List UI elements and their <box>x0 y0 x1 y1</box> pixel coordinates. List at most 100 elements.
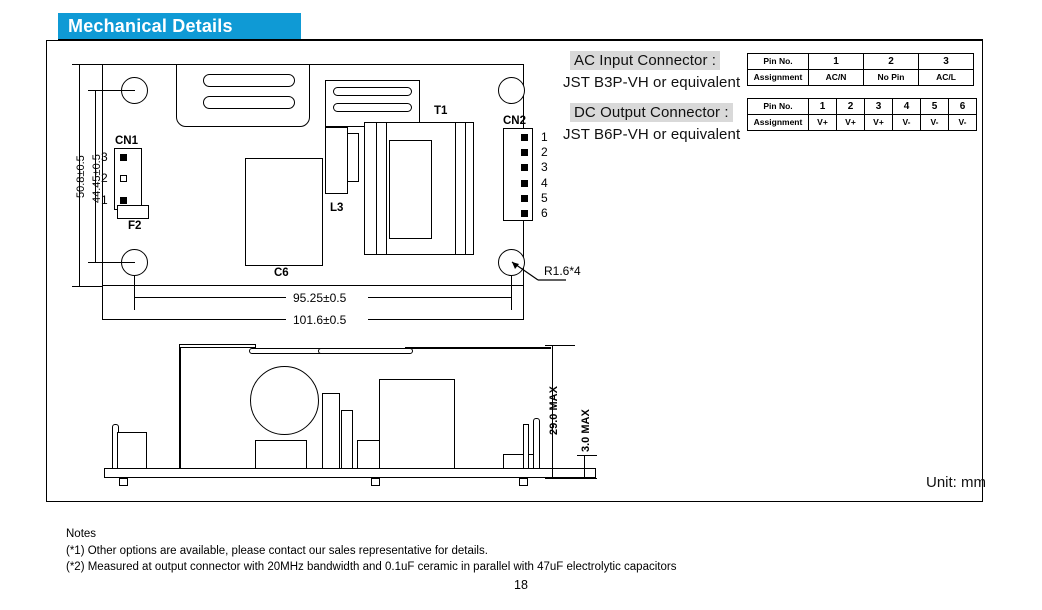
dc-pin-1: 1 <box>808 98 837 115</box>
dim-tick-height-max-top <box>545 345 575 346</box>
mounting-hole-top-right <box>498 77 525 104</box>
dim-line-clearance-max <box>584 455 585 478</box>
side-view-pin-far-right <box>519 478 528 486</box>
ac-assignment-1: AC/N <box>808 69 864 86</box>
table-row: Pin No. 1 2 3 4 5 6 <box>747 98 977 115</box>
ac-assignment-3: AC/L <box>918 69 974 86</box>
side-view-top-rail-mid <box>249 348 325 354</box>
dim-line-height-max <box>552 345 553 478</box>
table-row: Pin No. 1 2 3 <box>747 53 974 70</box>
side-view-top-rail-far-right <box>405 347 551 349</box>
dim-tick-outer-bottom <box>72 286 103 287</box>
dim-line-width-inner-right <box>368 297 512 298</box>
cn2-pin-number-6: 6 <box>541 206 548 220</box>
label-c6: C6 <box>274 267 289 279</box>
dim-tick-height-max-bottom <box>545 478 597 479</box>
label-t1: T1 <box>434 105 448 117</box>
dc-pin-5: 5 <box>920 98 949 115</box>
side-view-top-rail-right <box>318 348 413 354</box>
dim-line-inner-vertical <box>95 90 96 262</box>
side-view-capacitor-base <box>255 440 307 469</box>
dc-output-pin-table: Pin No. 1 2 3 4 5 6 Assignment V+ V+ V+ … <box>747 98 977 131</box>
dc-pin-2: 2 <box>836 98 865 115</box>
dim-line-width-outer-left <box>102 319 286 320</box>
dc-assignment-5: V- <box>920 114 949 131</box>
side-view-transformer-body <box>322 393 340 469</box>
mounting-hole-bottom-right <box>498 249 525 276</box>
cn1-pin-3 <box>120 154 127 161</box>
dc-assignment-6: V- <box>948 114 977 131</box>
ac-input-connector-heading: AC Input Connector : <box>570 51 721 70</box>
cn1-pin-number-2: 2 <box>101 171 108 185</box>
ac-row-label-pin: Pin No. <box>747 53 809 70</box>
dc-output-connector-subheading: JST B6P-VH or equivalent <box>563 126 741 143</box>
dim-clearance-max: 3.0 MAX <box>580 409 592 452</box>
c6-body <box>245 158 323 266</box>
dc-assignment-3: V+ <box>864 114 893 131</box>
label-l3: L3 <box>330 202 344 214</box>
ac-input-connector-heading-wrap: AC Input Connector : <box>570 51 721 70</box>
note-item-1: (*1) Other options are available, please… <box>66 544 488 557</box>
dim-height-inner: 44.45±0.5 <box>91 154 103 203</box>
dim-tick-inner-bottom <box>88 262 135 263</box>
dc-row-label-assignment: Assignment <box>747 114 809 131</box>
cn2-pin-6 <box>521 210 528 217</box>
ac-pin-3: 3 <box>918 53 974 70</box>
cn2-pin-number-5: 5 <box>541 191 548 205</box>
dc-output-connector-heading: DC Output Connector : <box>570 103 733 122</box>
label-cn2: CN2 <box>503 115 527 127</box>
l3-body-inner <box>347 133 359 182</box>
dim-ext-line-board-right <box>523 286 524 320</box>
dc-pin-6: 6 <box>948 98 977 115</box>
ac-pin-1: 1 <box>808 53 864 70</box>
dim-line-width-inner-left <box>134 297 286 298</box>
label-f2: F2 <box>128 220 142 232</box>
section-header-banner: Mechanical Details <box>58 13 301 39</box>
dim-tick-inner-top <box>88 90 135 91</box>
side-view-connector-post-a <box>523 424 529 469</box>
side-view-right-block <box>379 379 455 469</box>
cn1-pin-2 <box>120 175 127 182</box>
notes-title: Notes <box>66 528 97 540</box>
dc-row-label-pin: Pin No. <box>747 98 809 115</box>
dim-height-outer: 50.8±0.5 <box>75 155 87 198</box>
side-view-pin-right <box>371 478 380 486</box>
dc-assignment-4: V- <box>892 114 921 131</box>
page-title: Mechanical Details <box>68 15 233 36</box>
t1-core-right <box>455 122 466 255</box>
cn2-pin-number-4: 4 <box>541 176 548 190</box>
note-item-2: (*2) Measured at output connector with 2… <box>66 561 677 573</box>
dim-tick-clearance-max-top <box>577 455 597 456</box>
dim-ext-line-hole-left <box>134 276 135 310</box>
dim-width-inner: 95.25±0.5 <box>293 291 347 305</box>
side-view-connector-post-b <box>533 418 540 469</box>
cn1-pin-number-3: 3 <box>101 150 108 164</box>
f2-body <box>117 205 149 219</box>
label-cn1: CN1 <box>115 135 139 147</box>
cn2-pin-number-3: 3 <box>541 160 548 174</box>
side-view-base-board <box>104 468 596 478</box>
side-view-connector-block <box>503 454 536 469</box>
dim-width-outer: 101.6±0.5 <box>293 313 347 327</box>
heatsink-slot-upper <box>203 74 295 87</box>
l3-body-outer <box>325 127 348 194</box>
cn2-pin-number-1: 1 <box>541 130 548 144</box>
cn2-pin-5 <box>521 195 528 202</box>
dc-output-connector-heading-wrap: DC Output Connector : <box>570 103 733 122</box>
ac-pin-2: 2 <box>863 53 919 70</box>
side-view-heatsink-plate <box>179 345 181 469</box>
dim-ext-line-hole-right <box>511 276 512 310</box>
side-view-transformer-secondary <box>341 410 353 469</box>
ac-input-pin-table: Pin No. 1 2 3 Assignment AC/N No Pin AC/… <box>747 53 974 86</box>
side-view-capacitor-body <box>250 366 319 435</box>
table-row: Assignment V+ V+ V+ V- V- V- <box>747 114 977 131</box>
cn1-pin-1 <box>120 197 127 204</box>
cn2-pin-number-2: 2 <box>541 145 548 159</box>
dim-tick-outer-top <box>72 64 103 65</box>
side-view-top-rail-left <box>179 344 256 348</box>
ac-assignment-2: No Pin <box>863 69 919 86</box>
cn1-pin-number-1: 1 <box>101 193 108 207</box>
dc-assignment-1: V+ <box>808 114 837 131</box>
cn2-pin-4 <box>521 180 528 187</box>
notes-block: Notes (*1) Other options are available, … <box>66 526 966 576</box>
